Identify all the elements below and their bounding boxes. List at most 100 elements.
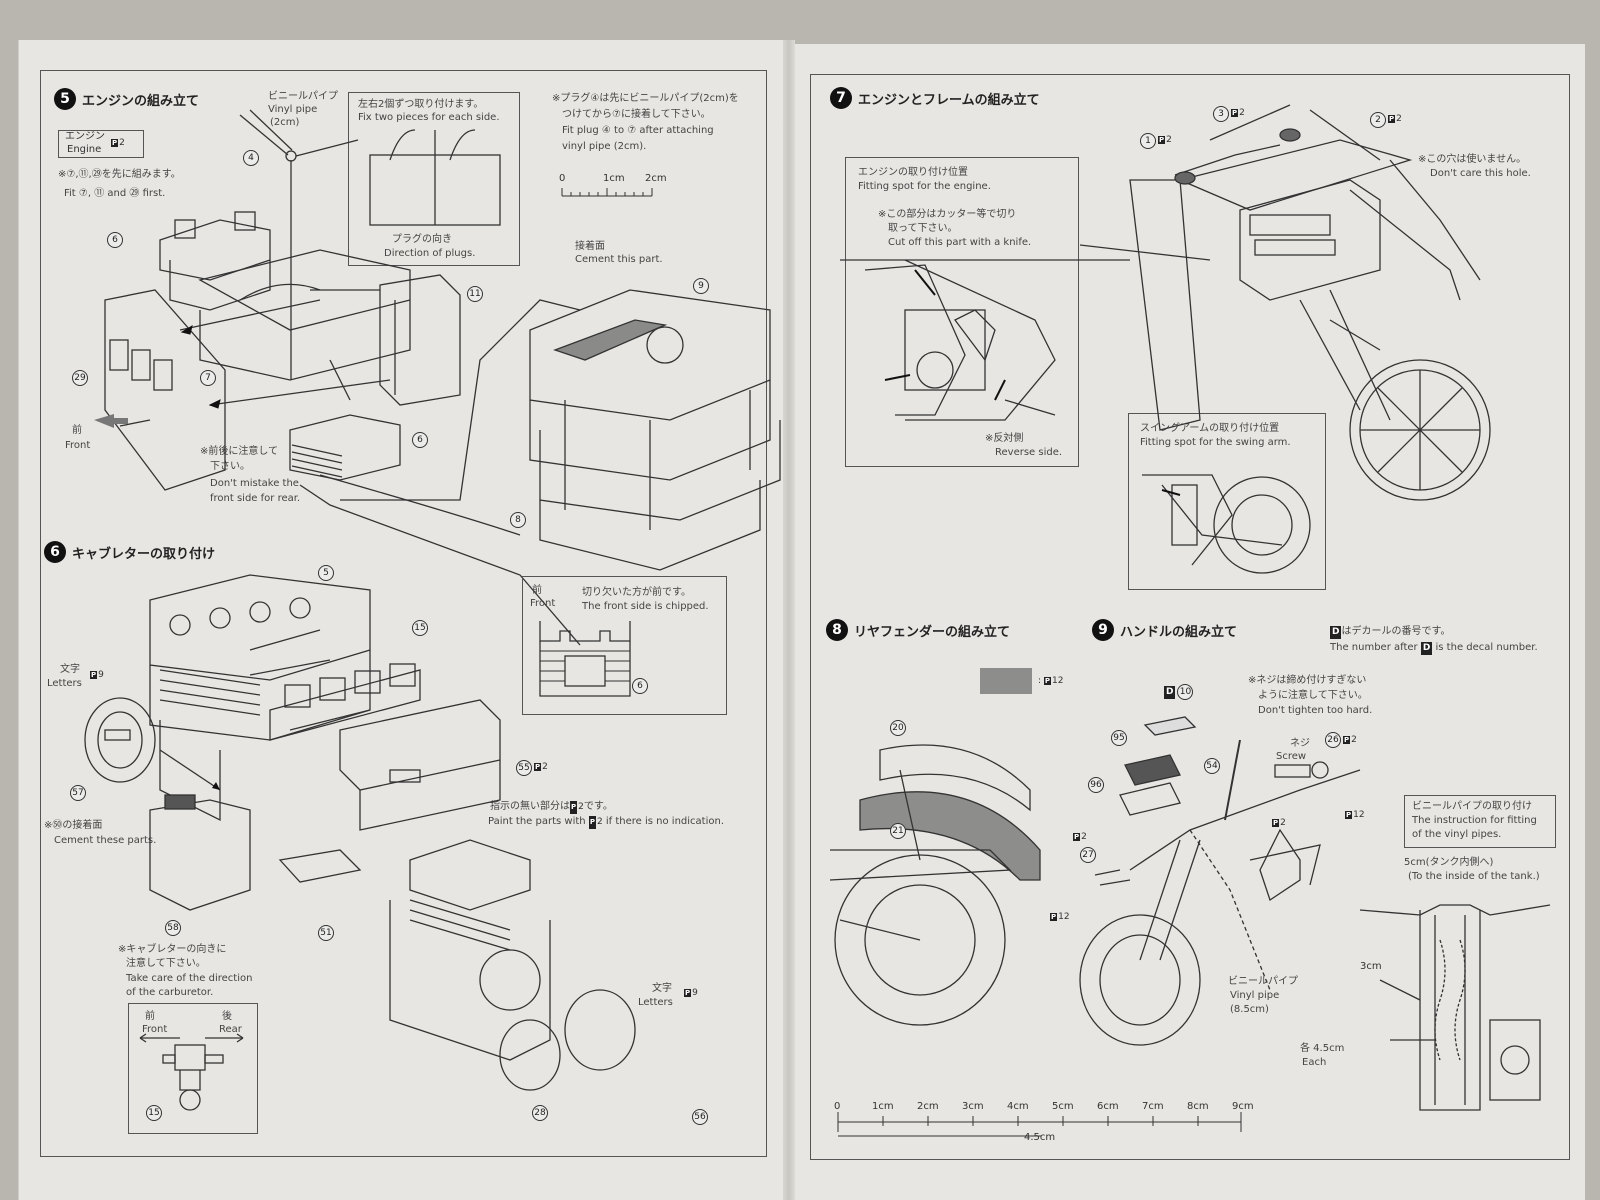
plug-note-jp2: つけてから⑦に接着して下さい。 [562, 109, 711, 120]
chip-front-en: Front [530, 598, 556, 609]
plug-dir-jp: プラグの向き [392, 234, 452, 245]
cement-label-en: Cement this part. [575, 254, 663, 265]
step6-badge: 6 [44, 541, 66, 563]
vinyl-label-len: (2cm) [270, 117, 300, 128]
left-frame [40, 70, 767, 1157]
cut-jp2: 取って下さい。 [888, 223, 958, 234]
screw-note-jp2: ように注意して下さい。 [1258, 690, 1368, 701]
step6-title: キャブレターの取り付け [72, 546, 216, 562]
part-7: 7 [200, 370, 216, 386]
tank-en: (To the inside of the tank.) [1408, 871, 1540, 882]
ruler-4: 4cm [1007, 1101, 1029, 1112]
part-58: 58 [165, 920, 181, 936]
part-28: 28 [532, 1105, 548, 1121]
part-11: 11 [467, 286, 483, 302]
part-56: 56 [692, 1109, 708, 1125]
hole-jp: ※この穴は使いません。 [1418, 154, 1527, 165]
vinyl-fit-box [1404, 795, 1556, 848]
mistake-en: Don't mistake the [210, 478, 299, 489]
part-8: 8 [510, 512, 526, 528]
step7-badge: 7 [830, 87, 852, 109]
handlebar-diagram [1079, 716, 1361, 1046]
step8-header: 8 リヤフェンダーの組み立て [826, 619, 1010, 641]
page-fold [783, 40, 795, 1200]
plug-note-jp: ※プラグ④は先にビニールパイプ(2cm)を [552, 93, 739, 104]
mistake-jp: ※前後に注意して [200, 446, 279, 457]
part-15: 15 [412, 620, 428, 636]
ruler-sub: 4.5cm [1024, 1132, 1056, 1143]
vinyl9-len: (8.5cm) [1230, 1004, 1269, 1015]
part-15-carb: 15 [146, 1105, 162, 1121]
carburetor-diagram [139, 1033, 244, 1111]
mistake-jp2: 下さい。 [210, 461, 250, 472]
color-swatch [980, 668, 1032, 694]
plug-direction-box [348, 92, 520, 266]
carb-front-jp: 前 [145, 1011, 155, 1022]
part-54: 54 [1204, 758, 1220, 774]
swing-arm-spot-diagram [1142, 474, 1311, 574]
vinyl9-jp: ビニールパイプ [1228, 976, 1298, 987]
engine-assembly-diagram [94, 109, 781, 646]
scale-2: 2cm [645, 173, 667, 184]
step7-header: 7 エンジンとフレームの組み立て [830, 87, 1040, 109]
carb-front-en: Front [142, 1024, 168, 1035]
ruler-2: 2cm [917, 1101, 939, 1112]
ruler-9: 9cm [1232, 1101, 1254, 1112]
carb-note-en: Take care of the direction [126, 973, 253, 984]
part-27: 27 [1080, 847, 1096, 863]
screw-en: Screw [1276, 751, 1307, 762]
plug-note-en: Fit plug ④ to ⑦ after attaching [562, 125, 714, 136]
step5-title: エンジンの組み立て [82, 93, 200, 109]
part-95: 95 [1111, 730, 1127, 746]
plug-dir-en: Direction of plugs. [384, 248, 476, 259]
carb-rear-en: Rear [219, 1024, 242, 1035]
left-page [18, 40, 783, 1200]
fit-en2: of the vinyl pipes. [1412, 829, 1502, 840]
reverse-jp: ※反対側 [985, 433, 1024, 444]
mistake-en2: front side for rear. [210, 493, 301, 504]
frame-engine-spot-diagram [864, 259, 1056, 421]
small-scale-ruler [561, 188, 653, 197]
chip-en: The front side is chipped. [582, 601, 709, 612]
scale-1: 1cm [603, 173, 625, 184]
fit-jp: ビニールパイプの取り付け [1412, 801, 1532, 812]
ruler-5: 5cm [1052, 1101, 1074, 1112]
step9-badge: 9 [1092, 619, 1114, 641]
part-6b: 6 [412, 432, 428, 448]
reverse-en: Reverse side. [995, 447, 1063, 458]
letters2-en: Letters [638, 997, 673, 1008]
part-2: 2 [1370, 112, 1386, 128]
engine-label-box [58, 130, 144, 158]
part-96: 96 [1088, 777, 1104, 793]
carb-note-jp2: 注意して下さい。 [126, 958, 206, 969]
front-label-en: Front [65, 440, 91, 451]
step7-title: エンジンとフレームの組み立て [858, 92, 1040, 108]
step5-header: 5 エンジンの組み立て [54, 88, 199, 110]
each-en: Each [1302, 1057, 1327, 1068]
step5-note-jp: ※⑦,⑪,㉙を先に組みます。 [58, 169, 181, 180]
vinyl-label-jp: ビニールパイプ [268, 91, 338, 102]
screw-note-en: Don't tighten too hard. [1258, 705, 1373, 716]
part-1: 1 [1140, 133, 1156, 149]
fix-label-jp: 左右2個ずつ取り付けます。 [358, 99, 484, 110]
engine-label-jp: エンジン [65, 131, 105, 142]
cut-en: Cut off this part with a knife. [888, 237, 1032, 248]
cement-label-jp: 接着面 [575, 241, 605, 252]
fix-label-en: Fix two pieces for each side. [358, 112, 500, 123]
ruler-3: 3cm [962, 1101, 984, 1112]
cement51-en: Cement these parts. [54, 835, 157, 846]
part-57: 57 [70, 785, 86, 801]
carb-note-en2: of the carburetor. [126, 987, 214, 998]
part-3: 3 [1213, 106, 1229, 122]
